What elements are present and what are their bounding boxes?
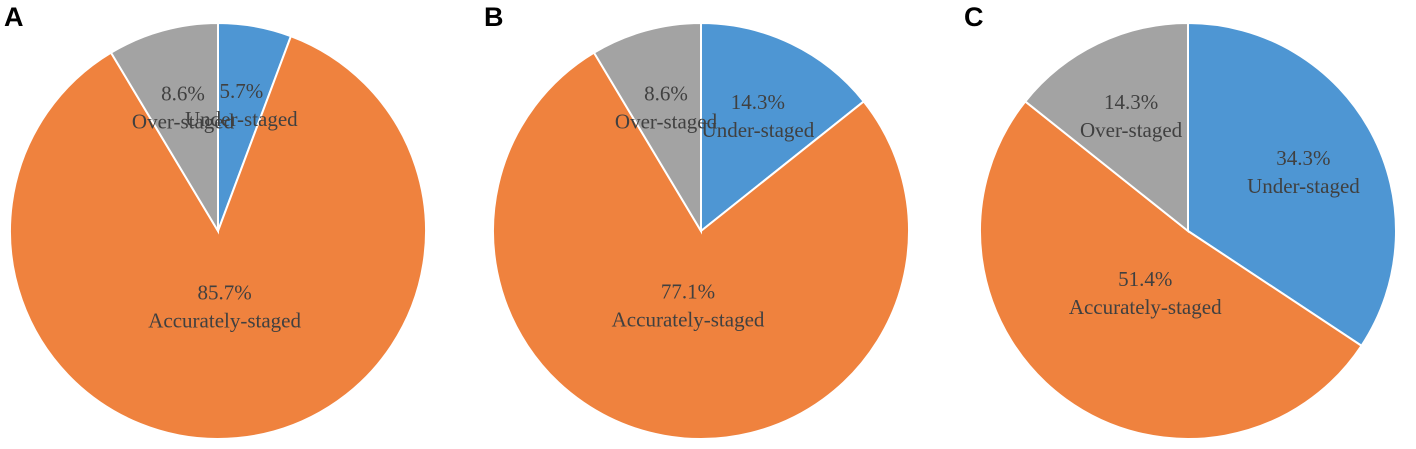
slice-category-label-accurate: Accurately-staged <box>148 308 301 332</box>
pie-slice-under <box>700 21 866 234</box>
panel-b: 14.3% Under-staged 77.1% Accurately-staged 8… <box>480 0 952 449</box>
slice-value-label-accurate: 51.4% <box>1118 267 1172 291</box>
panel-c: 34.3% Under-staged 51.4% Accurately-staged 1… <box>960 0 1416 449</box>
pie-slice-accurate <box>492 51 910 440</box>
pie-slice-over <box>592 21 702 235</box>
slice-category-label-over: Over-staged <box>132 110 235 134</box>
slice-value-label-under: 14.3% <box>731 90 785 114</box>
pie-slice-accurate <box>9 34 427 440</box>
slice-value-label-under: 34.3% <box>1276 146 1330 170</box>
panel-letter-c: C <box>964 2 984 32</box>
slice-value-label-over: 14.3% <box>1104 90 1158 114</box>
panel-letter-a: A <box>4 2 24 32</box>
slice-value-label-over: 8.6% <box>161 82 205 106</box>
slice-category-label-under: Under-staged <box>185 107 298 131</box>
slice-value-label-accurate: 85.7% <box>197 280 251 304</box>
pie-chart-c: 34.3% Under-staged 51.4% Accurately-staged 1… <box>979 21 1397 440</box>
slice-category-label-over: Over-staged <box>615 110 718 134</box>
pie-slice-over <box>1023 21 1189 234</box>
panel-a: 5.7% Under-staged 85.7% Accurately-staged 8.… <box>0 0 472 449</box>
slice-category-label-under: Under-staged <box>1247 174 1360 198</box>
slice-value-label-over: 8.6% <box>644 82 688 106</box>
slice-category-label-accurate: Accurately-staged <box>1069 295 1222 319</box>
slice-value-label-accurate: 77.1% <box>661 280 715 304</box>
slice-category-label-accurate: Accurately-staged <box>612 308 765 332</box>
pie-slice-over <box>109 21 219 235</box>
slice-category-label-over: Over-staged <box>1080 118 1183 142</box>
slice-value-label-under: 5.7% <box>219 79 263 103</box>
slice-category-label-under: Under-staged <box>702 118 815 142</box>
pie-slice-accurate <box>979 100 1363 440</box>
pie-chart-a: 5.7% Under-staged 85.7% Accurately-staged 8.… <box>9 21 427 440</box>
pie-chart-b: 14.3% Under-staged 77.1% Accurately-staged 8… <box>492 21 910 440</box>
panel-letter-b: B <box>484 2 504 32</box>
